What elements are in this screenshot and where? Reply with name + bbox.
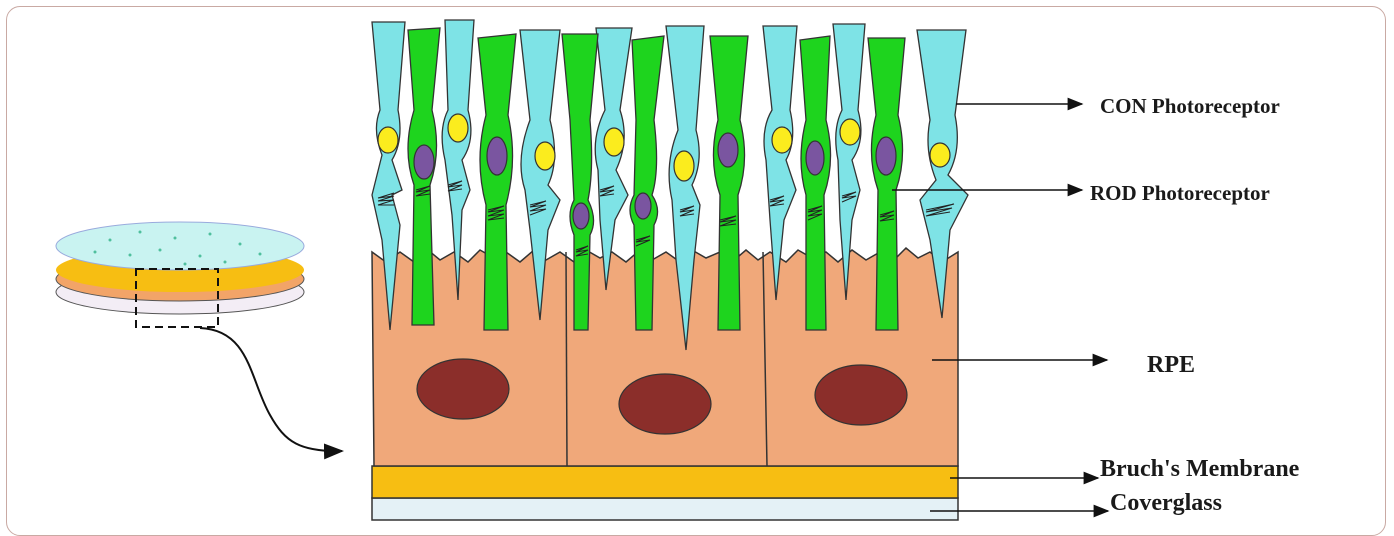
retina-diagram (0, 0, 1394, 522)
bruch-membrane-layer (372, 466, 958, 498)
rod-nucleus (414, 145, 434, 179)
culture-dish (56, 222, 342, 451)
cone-nucleus (604, 128, 624, 156)
cone-nucleus (378, 127, 398, 153)
rod-photoreceptor-label: ROD Photoreceptor (1090, 181, 1270, 206)
rod-nucleus (487, 137, 507, 175)
coverglass-layer (372, 498, 958, 520)
cone-nucleus (930, 143, 950, 167)
cone-nucleus (535, 142, 555, 170)
rod-nucleus (573, 203, 589, 229)
rod-nucleus (876, 137, 896, 175)
cone-nucleus (772, 127, 792, 153)
rod-nucleus (718, 133, 738, 167)
cone-nucleus (840, 119, 860, 145)
rpe-nucleus (417, 359, 509, 419)
rpe-layer (372, 248, 958, 466)
cone-nucleus (674, 151, 694, 181)
cone-nucleus (448, 114, 468, 142)
rpe-label: RPE (1147, 352, 1195, 379)
rpe-nucleus (619, 374, 711, 434)
coverglass-label: Coverglass (1110, 490, 1222, 517)
rod-nucleus (635, 193, 651, 219)
rod-nucleus (806, 141, 824, 175)
bruch-membrane-label: Bruch's Membrane (1100, 456, 1299, 483)
cone-photoreceptor-label: CON Photoreceptor (1100, 94, 1280, 119)
cone-cell (595, 28, 632, 290)
zoom-arrow (200, 328, 342, 451)
rpe-nucleus (815, 365, 907, 425)
